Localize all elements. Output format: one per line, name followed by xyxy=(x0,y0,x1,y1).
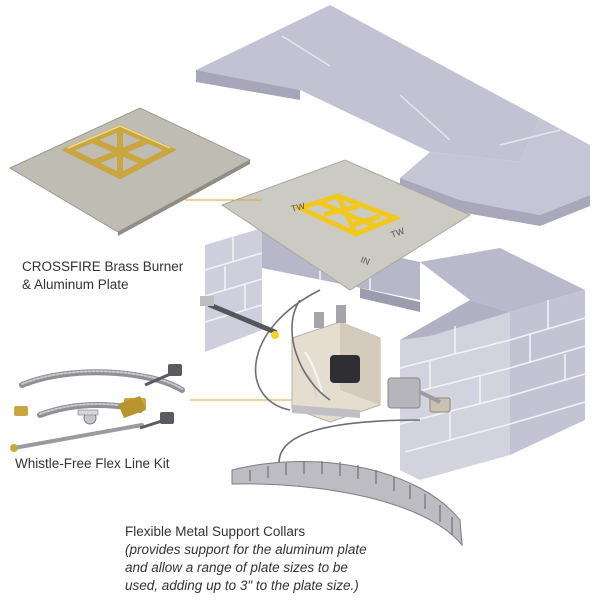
valve-body xyxy=(330,355,360,383)
wall-right-face xyxy=(510,290,585,455)
wire-loop-1 xyxy=(254,289,321,411)
wire-loop-3 xyxy=(291,299,331,401)
flex-hose-upper-hi xyxy=(21,370,183,390)
cap-stone-right-edge xyxy=(400,178,590,226)
caption-collars-note-line1: (provides support for the aluminum plate xyxy=(125,542,367,557)
wire-loop-2 xyxy=(278,419,421,471)
cap-stone-back-edge xyxy=(196,70,300,100)
support-collar-icon xyxy=(231,461,463,547)
end-cap xyxy=(10,444,18,452)
flex-hose-icon xyxy=(12,369,185,450)
flex-rod xyxy=(12,423,144,450)
key-head-1 xyxy=(168,364,182,376)
control-module xyxy=(387,377,451,413)
caption-collars-note-line2: and allow a range of plate sizes to be xyxy=(125,560,348,575)
caption-collars-title: Flexible Metal Support Collars xyxy=(125,524,306,539)
flex-fittings xyxy=(10,396,146,452)
aluminum-plate xyxy=(220,159,472,291)
air-mixer xyxy=(200,296,279,339)
brass-burner-icon xyxy=(60,124,177,180)
leader-lines xyxy=(185,199,300,401)
valve-bracket xyxy=(292,405,360,418)
wall-front-top xyxy=(400,300,510,340)
valve-wires xyxy=(304,351,323,393)
mixer-end xyxy=(271,331,279,339)
shutoff-handle xyxy=(77,409,99,416)
valve-top-fitting-2 xyxy=(336,305,346,323)
brass-burner-highlights xyxy=(67,125,171,149)
valve-wires-2 xyxy=(299,369,317,399)
cap-stone-right xyxy=(400,118,590,215)
flex-hose-upper xyxy=(19,369,185,393)
caption-burner-line1: CROSSFIRE Brass Burner xyxy=(22,259,184,274)
control-block xyxy=(387,377,421,409)
wall-front-face xyxy=(400,312,510,480)
cap-stone-back xyxy=(196,5,540,162)
brass-fitting-1 xyxy=(14,406,28,416)
wires xyxy=(254,289,421,471)
center-plate: TW TW IN xyxy=(220,159,472,291)
caption-collars-note-line3: used, adding up to 3" to the plate size.… xyxy=(125,578,359,593)
cap-stones xyxy=(196,5,590,226)
yellow-burner-icon xyxy=(293,193,402,237)
caption-burner-line2: & Aluminum Plate xyxy=(22,277,129,292)
plate-mark-tw-bottom: TW xyxy=(389,226,406,240)
key-head-2 xyxy=(160,412,174,424)
mixer-handle xyxy=(200,296,214,306)
plate-mark-tw-top: TW xyxy=(290,201,306,214)
caption-flex-kit: Whistle-Free Flex Line Kit xyxy=(15,456,170,471)
cap-joint xyxy=(399,94,451,141)
photo-plate-shade xyxy=(118,160,250,236)
collar-slots xyxy=(249,461,453,535)
wall-right-top xyxy=(420,248,585,312)
burner-photo xyxy=(8,107,252,236)
key-valve-icon xyxy=(139,364,182,430)
cap-joint xyxy=(499,129,561,146)
plate-mark-in: IN xyxy=(359,254,371,266)
brass-elbow xyxy=(118,396,146,418)
mixer-tube xyxy=(207,302,278,335)
control-pipe xyxy=(419,390,441,404)
wall-vent xyxy=(360,288,420,312)
block-wall xyxy=(204,228,586,480)
collar-band xyxy=(231,461,463,547)
valve-top-fitting-1 xyxy=(314,312,324,328)
valve-box-icon xyxy=(291,305,381,423)
cap-joint xyxy=(281,35,331,67)
